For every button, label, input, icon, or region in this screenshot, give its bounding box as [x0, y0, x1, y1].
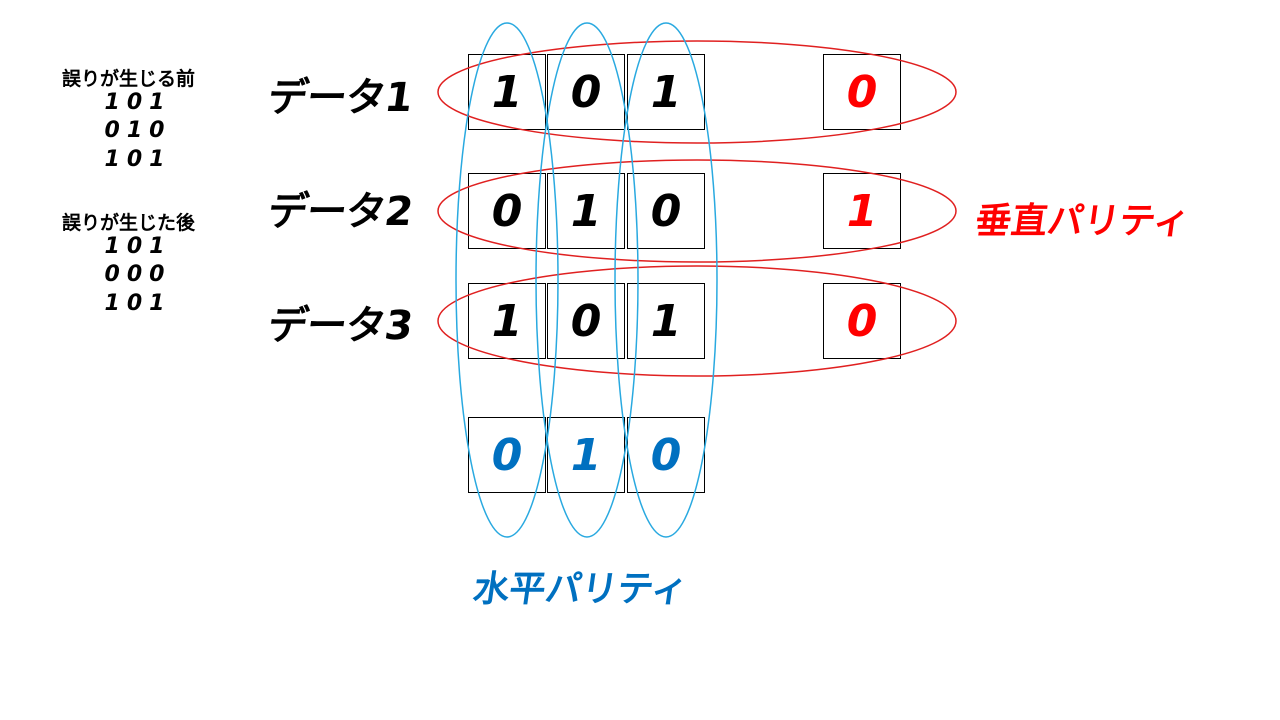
- row-label-3: データ3: [264, 303, 416, 349]
- note-after-title: 誤りが生じた後: [62, 212, 196, 234]
- horizontal-parity-cell: 1: [547, 417, 625, 493]
- data-cell: 1: [547, 173, 625, 249]
- row-label-1: データ1: [264, 75, 416, 121]
- data-cell: 1: [627, 54, 705, 130]
- data-cell: 1: [627, 283, 705, 359]
- data-cell: 0: [468, 173, 546, 249]
- data-cell: 1: [468, 283, 546, 359]
- note-after-row-3: 101: [104, 291, 172, 316]
- horizontal-parity-cell: 0: [468, 417, 546, 493]
- horizontal-parity-label: 水平パリティ: [470, 569, 691, 610]
- data-cell: 0: [547, 283, 625, 359]
- note-before-title: 誤りが生じる前: [62, 68, 196, 90]
- vertical-parity-cell: 1: [823, 173, 901, 249]
- note-after-row-1: 101: [104, 234, 172, 259]
- vertical-parity-cell: 0: [823, 283, 901, 359]
- data-cell: 0: [627, 173, 705, 249]
- note-before-row-3: 101: [104, 147, 172, 172]
- vertical-parity-label: 垂直パリティ: [972, 201, 1193, 242]
- vertical-parity-cell: 0: [823, 54, 901, 130]
- data-cell: 0: [547, 54, 625, 130]
- note-before-row-2: 010: [104, 118, 172, 143]
- note-after-row-2: 000: [104, 262, 172, 287]
- row-label-2: データ2: [264, 189, 416, 235]
- note-before-row-1: 101: [104, 90, 172, 115]
- data-cell: 1: [468, 54, 546, 130]
- horizontal-parity-cell: 0: [627, 417, 705, 493]
